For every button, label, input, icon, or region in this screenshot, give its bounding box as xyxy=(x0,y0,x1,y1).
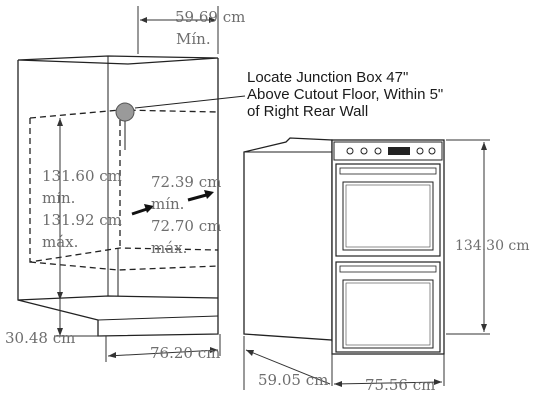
cabinet-width-label: 76.20 cm xyxy=(150,344,220,362)
lower-handle-icon xyxy=(339,265,437,273)
dim-floor-height xyxy=(54,300,100,337)
cutout-height-max-note: máx. xyxy=(42,233,78,251)
lower-window xyxy=(342,279,434,349)
junction-note-line2: Above Cutout Floor, Within 5" xyxy=(247,86,443,103)
upper-handle-icon xyxy=(339,167,437,175)
display-icon xyxy=(388,147,410,155)
floor-height-label: 30.48 cm xyxy=(5,329,75,347)
oven-side xyxy=(243,137,333,341)
junction-box-icon xyxy=(115,102,135,122)
cutout-width-max-note: máx. xyxy=(151,239,187,257)
oven-height-label: 134.30 cm xyxy=(455,238,530,254)
top-width-note: Mín. xyxy=(176,30,211,48)
cutout-width-min-label: 72.39 cm xyxy=(151,173,221,191)
junction-leader xyxy=(134,95,246,109)
cabinet-outline xyxy=(17,58,219,337)
oven-width-label: 75.56 cm xyxy=(365,376,435,394)
knob-icon xyxy=(374,147,382,155)
cabinet-floor xyxy=(17,295,219,301)
knob-icon xyxy=(416,147,424,155)
wall-oven xyxy=(243,137,445,355)
knob-icon xyxy=(346,147,354,155)
cabinet-top xyxy=(17,55,219,65)
junction-note-line1: Locate Junction Box 47" xyxy=(247,69,408,86)
cutout-height-min-label: 131.60 cm xyxy=(42,167,122,185)
junction-box xyxy=(115,95,246,150)
cutout-height-max-label: 131.92 cm xyxy=(42,211,122,229)
cutout-floor-dashed xyxy=(29,261,219,271)
top-width-label: 59.69 cm xyxy=(175,8,245,26)
cutout-left-dashed xyxy=(29,118,219,263)
junction-note-line3: of Right Rear Wall xyxy=(247,103,368,120)
cutout-width-min-note: mín. xyxy=(151,195,184,213)
cutout-width-max-label: 72.70 cm xyxy=(151,217,221,235)
dim-cabinet-width xyxy=(105,334,221,362)
upper-window xyxy=(342,181,434,251)
oven-depth-label: 59.05 cm xyxy=(258,371,328,389)
knob-icon xyxy=(428,147,436,155)
dim-oven-bottom xyxy=(243,336,445,390)
knob-icon xyxy=(360,147,368,155)
cabinet-kick xyxy=(97,315,219,321)
dim-oven-height xyxy=(446,139,490,335)
cutout-height-min-note: mín. xyxy=(42,189,75,207)
dim-cutout-height xyxy=(57,118,63,300)
dim-cutout-width-arrows xyxy=(131,190,214,216)
dim-top-width xyxy=(137,6,219,54)
